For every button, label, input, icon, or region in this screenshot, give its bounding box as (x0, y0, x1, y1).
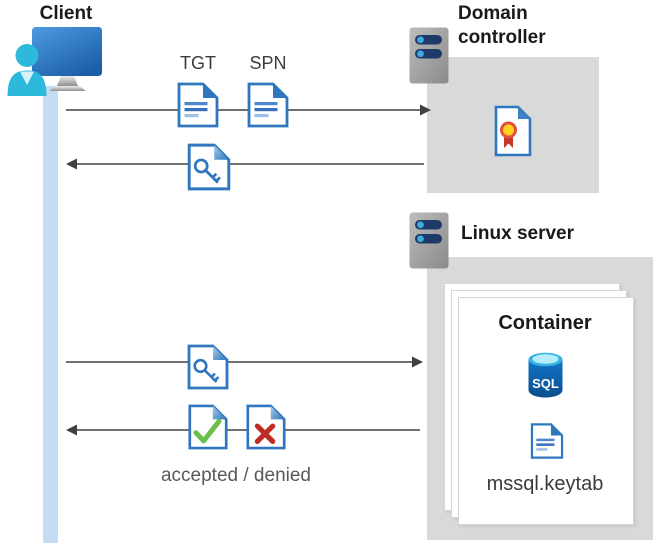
linux-server-icon (409, 212, 449, 269)
domain-controller-label: Domain controller (458, 3, 546, 48)
sql-badge-text: SQL (532, 376, 559, 391)
container-card-front (458, 297, 634, 525)
domain-controller-server-icon (409, 27, 449, 84)
linux-server-label: Linux server (461, 223, 574, 244)
arrow-domain-controller-to-client (66, 158, 424, 170)
sql-database-icon: SQL (528, 352, 563, 398)
arrow-client-to-domain-controller (66, 104, 431, 116)
keytab-document-icon (530, 423, 564, 459)
accepted-denied-label: accepted / denied (160, 465, 311, 486)
tgt-document-icon (177, 82, 219, 128)
accepted-document-icon (188, 404, 228, 450)
client-lifeline (43, 86, 58, 543)
spn-label: SPN (249, 53, 287, 73)
container-label: Container (498, 312, 592, 334)
client-monitor-icon (32, 27, 102, 91)
tgt-label: TGT (180, 53, 216, 73)
certificate-document-icon (494, 105, 532, 157)
keytab-filename-label: mssql.keytab (486, 473, 604, 495)
client-label: Client (39, 3, 93, 24)
arrow-client-to-linux-server (66, 356, 423, 368)
client-user-icon (7, 44, 47, 96)
ticket-key-document-icon (187, 344, 229, 390)
spn-document-icon (247, 82, 289, 128)
ticket-key-document-icon (187, 143, 231, 191)
denied-document-icon (246, 404, 286, 450)
